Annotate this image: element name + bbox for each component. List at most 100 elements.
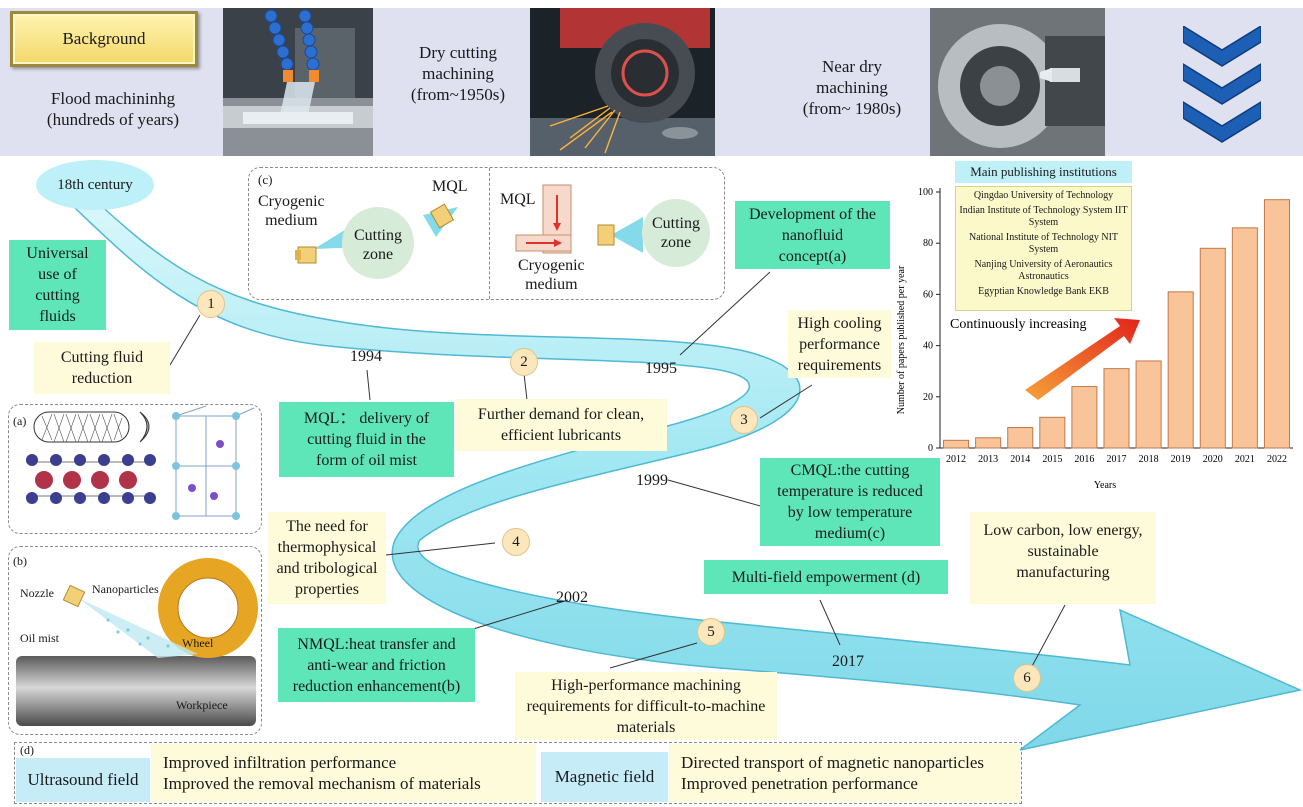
- panel-d-label: (d): [20, 743, 34, 757]
- background-button[interactable]: Background: [10, 11, 198, 67]
- chart-bars: [943, 199, 1290, 449]
- chart-x-tick-label: 2014: [1010, 454, 1030, 465]
- cutting-zone-label-left: Cutting zone: [353, 227, 402, 263]
- chart-x-tick-label: 2016: [1074, 454, 1094, 465]
- dry-cutting-text: Dry cutting machining (from~1950s): [410, 43, 506, 104]
- chart-bar-2012: [943, 439, 970, 449]
- panel-c-divider: [489, 168, 490, 299]
- low-carbon-box: Low carbon, low energy, sustainable manu…: [970, 512, 1156, 604]
- near-dry-photo: [930, 8, 1105, 156]
- wheel-label: Wheel: [182, 636, 214, 650]
- chart-bar-2022: [1263, 199, 1290, 449]
- magnetic-field-label: Magnetic field: [541, 752, 668, 802]
- background-label: Background: [62, 29, 146, 48]
- further-demand-box: Further demand for clean, efficient lubr…: [455, 399, 667, 451]
- workpiece-label: Workpiece: [176, 698, 228, 712]
- mql-label-right: MQL: [500, 191, 536, 208]
- institution-item: Qingdao University of Technology: [973, 190, 1114, 201]
- ultrasound-field-description: Improved infiltration performance Improv…: [151, 744, 536, 802]
- nmql-box: NMQL:heat transfer and anti-wear and fri…: [278, 628, 475, 702]
- institutions-list: Qingdao University of Technology Indian …: [955, 186, 1132, 311]
- cutting-fluid-reduction-box: Cutting fluid reduction: [34, 342, 170, 394]
- step-6-badge: 6: [1013, 664, 1041, 692]
- papers-bar-chart: 2012 2013 2014 2015 2016 2017 2018 2019 2020 2021…: [896, 187, 1293, 491]
- year-2002: 2002: [556, 589, 588, 606]
- mql-label-left: MQL: [432, 178, 468, 195]
- panel-b: [8, 546, 262, 735]
- chart-bar-2017: [1103, 368, 1130, 449]
- chart-x-tick-label: 2019: [1171, 454, 1191, 465]
- chart-y-tick-label: 100: [918, 187, 933, 198]
- chart-y-tick-label: 80: [923, 238, 933, 249]
- multi-field-box: Multi-field empowerment (d): [704, 560, 948, 594]
- nanoparticle-structures-drawing: [26, 405, 255, 520]
- chart-annotation: Continuously increasing: [950, 317, 1087, 332]
- chart-x-tick-label: 2018: [1139, 454, 1159, 465]
- panel-a-label: (a): [13, 414, 27, 428]
- chart-bar-2018: [1135, 360, 1162, 449]
- start-era-bubble: 18th century: [36, 160, 154, 210]
- year-2017: 2017: [832, 653, 864, 670]
- panel-d: [14, 742, 1022, 804]
- mql-box: MQL： delivery of cutting fluid in the fo…: [279, 402, 454, 477]
- step-4-badge: 4: [502, 528, 530, 556]
- nanofluid-box: Development of the nanofluid concept(a): [735, 201, 890, 269]
- step-2-badge: 2: [510, 348, 538, 376]
- chart-bar-2020: [1199, 247, 1226, 449]
- chart-y-label: Number of papers published per year: [896, 265, 907, 414]
- panel-c-label: (c): [258, 172, 273, 187]
- institution-item: Egyptian Knowledge Bank EKB: [978, 286, 1109, 297]
- step-5-badge: 5: [697, 618, 725, 646]
- year-1999: 1999: [636, 472, 668, 489]
- river-path: [73, 199, 1303, 751]
- step-1-badge: 1: [197, 290, 225, 318]
- year-1995: 1995: [645, 360, 677, 377]
- magnetic-field-description: Directed transport of magnetic nanoparti…: [669, 744, 1020, 802]
- panel-a: [8, 404, 262, 534]
- chart-bar-2013: [975, 437, 1002, 449]
- chart-bar-2016: [1071, 386, 1098, 449]
- near-dry-text: Near dry machining (from~ 1980s): [802, 57, 902, 118]
- chart-x-tick-label: 2022: [1267, 454, 1287, 465]
- high-cooling-box: High cooling performance requirements: [788, 310, 891, 378]
- history-banner: Background Flood machininhg (hundreds of…: [0, 8, 1303, 156]
- ultrasound-field-label: Ultrasound field: [16, 758, 150, 802]
- chart-y-tick-label: 40: [923, 341, 933, 352]
- chart-x-tick-label: 2021: [1235, 454, 1255, 465]
- nozzle-label: Nozzle: [20, 586, 54, 600]
- cryogenic-medium-label-left: Cryogenic medium: [258, 193, 325, 229]
- flood-machining-text: Flood machininhg (hundreds of years): [46, 89, 180, 129]
- chart-bar-2014: [1007, 427, 1034, 449]
- chart-bar-2021: [1231, 227, 1258, 449]
- cutting-zone-label-right: Cutting zone: [651, 215, 700, 251]
- institution-item: Nanjing University of Aeronautics Astron…: [974, 259, 1113, 282]
- panel-c: [248, 167, 725, 300]
- chart-x-tick-label: 2015: [1042, 454, 1062, 465]
- chart-x-tick-label: 2013: [978, 454, 998, 465]
- step-3-badge: 3: [730, 406, 758, 434]
- thermophysical-need-box: The need for thermophysical and tribolog…: [268, 512, 386, 604]
- chart-y-tick-label: 0: [928, 443, 933, 454]
- chart-x-label: Years: [1094, 480, 1116, 491]
- cmql-box: CMQL:the cutting temperature is reduced …: [760, 458, 940, 546]
- panel-c-drawing: [295, 184, 710, 279]
- panel-b-label: (b): [13, 554, 27, 568]
- universal-use-box: Universal use of cutting fluids: [9, 240, 106, 330]
- institution-item: National Institute of Technology NIT Sys…: [968, 232, 1119, 255]
- chart-x-tick-label: 2012: [946, 454, 966, 465]
- nmql-process-drawing: [16, 558, 258, 726]
- nanoparticles-label: Nanoparticles: [92, 582, 159, 596]
- oil-mist-label: Oil mist: [20, 631, 60, 645]
- year-1994: 1994: [350, 348, 382, 365]
- chart-bar-2019: [1167, 291, 1194, 449]
- institutions-title: Main publishing institutions: [955, 161, 1132, 183]
- chart-x-ticks: 2012 2013 2014 2015 2016 2017 2018 2019 2020 2021…: [946, 454, 1287, 465]
- chart-x-tick-label: 2017: [1107, 454, 1127, 465]
- institution-item: Indian Institute of Technology System II…: [959, 205, 1128, 228]
- chart-x-tick-label: 2020: [1203, 454, 1223, 465]
- high-performance-box: High-performance machining requirements …: [515, 672, 777, 740]
- dry-cutting-photo: [530, 8, 715, 156]
- flood-machining-photo: [223, 8, 373, 156]
